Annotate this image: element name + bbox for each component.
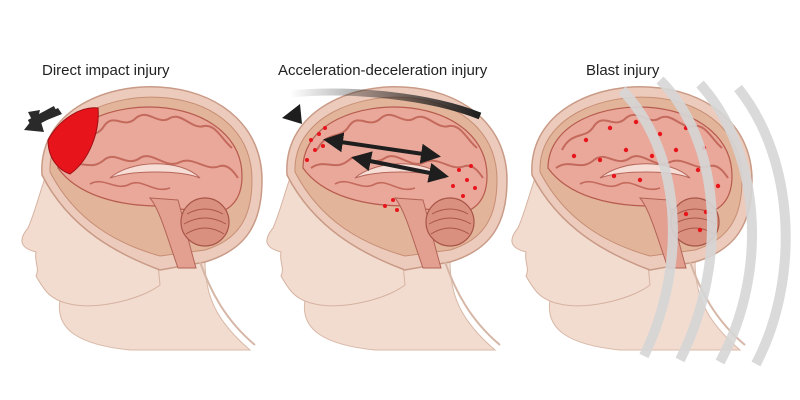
motion-arrow-icon bbox=[323, 132, 449, 183]
contusion-dots-front-back bbox=[305, 126, 477, 212]
impact-arrow-icon bbox=[24, 106, 62, 132]
head-acceleration-deceleration bbox=[265, 85, 508, 351]
head-motion-sweep-arrow bbox=[282, 88, 482, 124]
panel-label-direct-impact: Direct impact injury bbox=[42, 62, 170, 79]
impact-contusion bbox=[47, 107, 99, 175]
blast-wave-icon bbox=[618, 76, 791, 367]
panel-label-acceleration-deceleration: Acceleration-deceleration injury bbox=[278, 62, 488, 79]
head-direct-impact bbox=[20, 85, 264, 351]
head-blast bbox=[510, 85, 753, 351]
blast-lesion-dots bbox=[571, 119, 721, 233]
panel-label-blast: Blast injury bbox=[586, 62, 660, 79]
